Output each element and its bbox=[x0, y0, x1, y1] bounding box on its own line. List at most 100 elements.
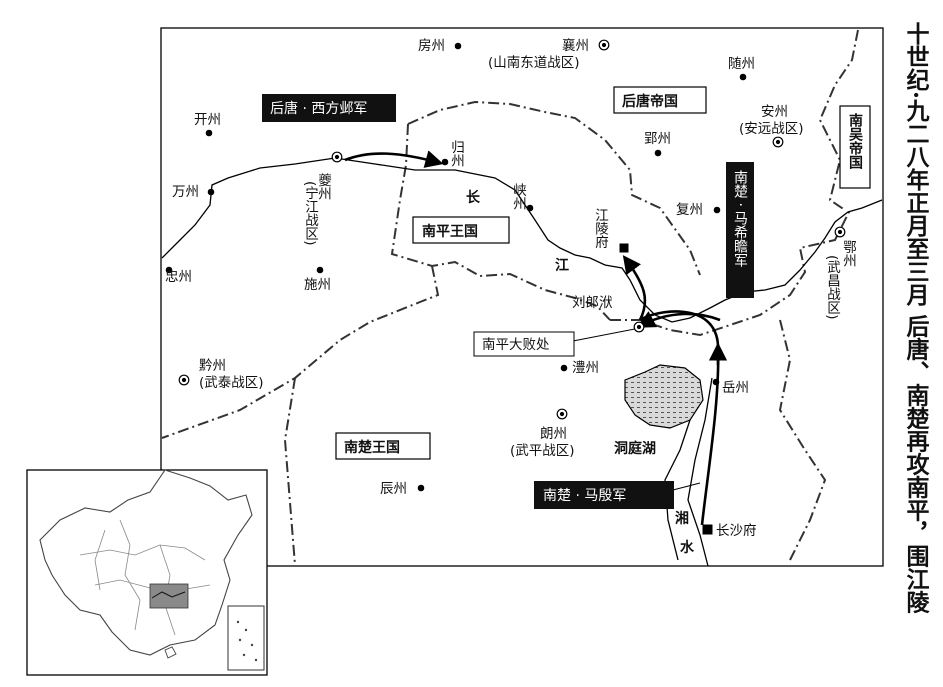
label-xiangzhou-note: (山南东道战区) bbox=[488, 55, 580, 71]
border-chu-tang-yangtze bbox=[610, 209, 851, 337]
label-chenzhou: 辰州 bbox=[380, 481, 407, 497]
label-dongting: 洞庭湖 bbox=[614, 440, 656, 457]
state-borders bbox=[161, 29, 859, 566]
yangtze-river bbox=[161, 157, 883, 323]
label-shizhou: 施州 bbox=[304, 277, 331, 293]
inset-china-outline bbox=[39, 469, 253, 656]
inset-yangtze bbox=[151, 591, 186, 599]
state-box-nanping bbox=[412, 216, 510, 244]
rivers bbox=[161, 157, 883, 567]
army-routes bbox=[344, 150, 728, 526]
label-xiang-1: 湘 bbox=[675, 510, 689, 527]
circled-dot-marker bbox=[633, 321, 645, 333]
label-xiang-2: 水 bbox=[680, 539, 695, 556]
label-zhongzhou: 忠州 bbox=[165, 269, 192, 285]
label-langzhou: 朗州 bbox=[540, 426, 567, 442]
border-tang-wu bbox=[818, 29, 859, 211]
callout-lines bbox=[572, 327, 701, 491]
force-box-chu-ma-yin bbox=[534, 481, 674, 509]
map-frame bbox=[160, 27, 884, 567]
dot-marker bbox=[526, 204, 534, 212]
border-later-tang-nanping-north bbox=[407, 100, 701, 276]
place-labels: 房州 襄州 (山南东道战区) 随州 安州 (安远战区) 开州 万州 峡州 归州 … bbox=[165, 38, 857, 539]
force-box-chu-ma-xizhan bbox=[726, 162, 754, 298]
xiang-river bbox=[687, 377, 713, 567]
label-guizhou: 归州 bbox=[448, 139, 465, 168]
state-labels: 后唐帝国 南平王国 南楚王国 南吴帝国 bbox=[335, 86, 871, 460]
state-southern-wu: 南吴帝国 bbox=[847, 112, 863, 170]
circled-dot-marker bbox=[772, 136, 784, 148]
dot-marker bbox=[739, 73, 747, 81]
dot-marker bbox=[417, 484, 425, 492]
force-chu-ma-yin: 南楚 · 马殷军 bbox=[543, 488, 626, 504]
route-chu-ma-xizhan bbox=[636, 311, 721, 328]
square-marker bbox=[702, 524, 713, 535]
state-box-southern-wu bbox=[839, 105, 871, 189]
circled-dot-marker bbox=[178, 374, 190, 386]
label-yangtze-2: 江 bbox=[555, 257, 569, 274]
water-labels: 长 江 湘 水 洞庭湖 bbox=[466, 189, 695, 556]
label-xiangzhou: 襄州 bbox=[562, 38, 589, 54]
border-chu-west-southwest bbox=[283, 377, 296, 566]
route-tang-west bbox=[344, 150, 444, 168]
label-changsha: 长沙府 bbox=[716, 523, 757, 539]
square-marker bbox=[619, 243, 629, 253]
label-yingzhou: 郢州 bbox=[644, 131, 671, 147]
dot-marker bbox=[205, 129, 213, 137]
label-ezhou-note: (武昌战区) bbox=[824, 255, 841, 320]
dot-marker bbox=[560, 364, 568, 372]
circled-dot-marker bbox=[331, 151, 343, 163]
label-yangtze-1: 长 bbox=[466, 189, 481, 206]
state-nanping: 南平王国 bbox=[422, 223, 478, 240]
inset-highlight-region bbox=[149, 583, 189, 609]
defeat-callout-line bbox=[572, 327, 641, 342]
inset-islands bbox=[236, 620, 258, 662]
state-later-tang: 后唐帝国 bbox=[622, 93, 678, 110]
state-box-southern-chu bbox=[335, 432, 431, 460]
label-fangzhou: 房州 bbox=[418, 38, 445, 54]
state-box-later-tang bbox=[613, 86, 707, 114]
label-jiangling: 江陵府 bbox=[592, 208, 609, 250]
force-labels: 后唐 · 西方邺军 南楚 · 马希瞻军 南楚 · 马殷军 bbox=[262, 94, 754, 509]
inset-hainan bbox=[164, 646, 177, 659]
defeat-box bbox=[473, 331, 575, 357]
ma-yin-callout-line bbox=[672, 482, 701, 491]
force-tang-west: 后唐 · 西方邺军 bbox=[270, 100, 367, 117]
label-kaizhou: 开州 bbox=[194, 112, 221, 128]
dot-marker bbox=[713, 206, 721, 214]
label-qianzhou-note: (武泰战区) bbox=[199, 375, 264, 391]
force-box-tang-west bbox=[262, 94, 396, 122]
inset-south-sea-frame bbox=[227, 605, 265, 671]
defeat-label: 南平大败处 bbox=[482, 337, 550, 353]
border-chu-wu-east bbox=[778, 319, 827, 561]
label-yuezhou: 岳州 bbox=[722, 380, 749, 396]
label-anzhou: 安州 bbox=[761, 104, 788, 120]
border-nanping-west bbox=[390, 123, 611, 321]
border-chu-north bbox=[161, 265, 440, 439]
place-markers bbox=[165, 39, 846, 535]
circled-dot-marker bbox=[598, 39, 610, 51]
dot-marker bbox=[441, 158, 449, 166]
label-langzhou-note: (武平战区) bbox=[510, 443, 575, 459]
label-qianzhou: 黔州 bbox=[199, 358, 226, 374]
map-title: 十世纪·九二八年正月至三月 后唐、南楚再攻南平，围江陵 bbox=[902, 22, 929, 614]
label-wanzhou: 万州 bbox=[172, 184, 199, 200]
dot-marker bbox=[165, 266, 173, 274]
label-lizhou: 澧州 bbox=[572, 360, 599, 376]
label-anzhou-note: (安远战区) bbox=[739, 121, 804, 137]
dot-marker bbox=[207, 188, 215, 196]
label-xiazhou: 峡州 bbox=[510, 183, 527, 211]
force-chu-ma-xizhan: 南楚 · 马希瞻军 bbox=[732, 170, 748, 268]
label-ezhou: 鄂州 bbox=[840, 240, 857, 268]
label-kuizhou-note: (宁江战区) bbox=[302, 181, 319, 246]
route-nanping-retreat bbox=[622, 255, 647, 321]
dot-marker bbox=[316, 266, 324, 274]
label-liulangfu: 刘郎洑 bbox=[572, 295, 613, 311]
label-suizhou: 随州 bbox=[728, 56, 755, 72]
dongting-lake bbox=[624, 364, 704, 429]
circled-dot-marker bbox=[556, 408, 568, 420]
dot-marker bbox=[654, 149, 662, 157]
label-fuzhou: 复州 bbox=[676, 201, 703, 218]
dot-marker bbox=[454, 42, 462, 50]
